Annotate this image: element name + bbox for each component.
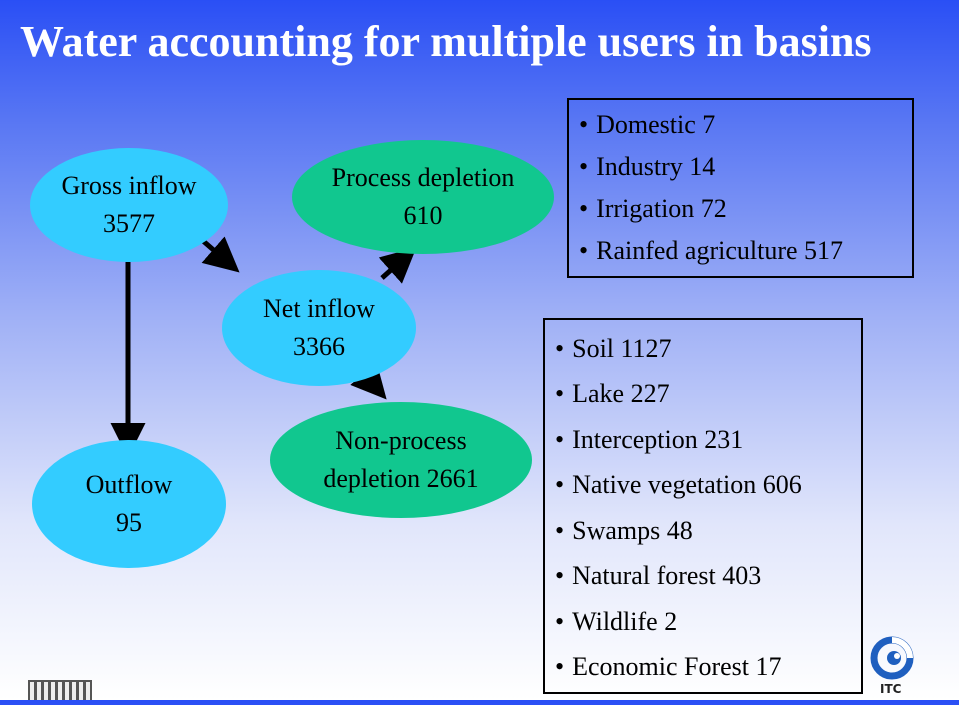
nonprocess-depletion-node: Non-process depletion 2661 — [270, 402, 532, 518]
net-inflow-node: Net inflow 3366 — [222, 270, 416, 386]
list-item: •Soil 1127 — [555, 333, 672, 363]
nonprocess-depletion-breakdown: •Soil 1127 •Lake 227 •Interception 231 •… — [543, 318, 863, 694]
list-item: •Natural forest 403 — [555, 561, 762, 591]
gross-inflow-value: 3577 — [103, 209, 155, 238]
list-item-text: Soil 1127 — [572, 333, 672, 363]
arrow-gross-to-net — [200, 236, 240, 273]
iwmi-logo-mark — [28, 680, 92, 700]
list-item: •Lake 227 — [555, 379, 670, 409]
outflow-value: 95 — [116, 508, 142, 537]
list-item-text: Domestic 7 — [596, 110, 716, 139]
list-item-text: Native vegetation 606 — [572, 470, 802, 500]
list-item-text: Economic Forest 17 — [572, 652, 782, 682]
nonprocess-depletion-line2: depletion 2661 — [323, 464, 479, 493]
list-item: •Interception 231 — [555, 424, 744, 454]
list-item: •Rainfed agriculture 517 — [579, 236, 844, 265]
itc-logo-text: ITC — [880, 682, 902, 696]
list-item-text: Lake 227 — [572, 379, 670, 409]
list-item: •Wildlife 2 — [555, 606, 678, 636]
list-item-text: Natural forest 403 — [572, 561, 762, 591]
net-inflow-label: Net inflow — [263, 294, 375, 324]
list-item-text: Rainfed agriculture 517 — [596, 236, 844, 265]
process-depletion-value: 610 — [403, 201, 443, 230]
list-item: •Irrigation 72 — [579, 194, 727, 223]
list-item: •Domestic 7 — [579, 110, 716, 139]
list-item-text: Swamps 48 — [572, 515, 693, 545]
process-depletion-node: Process depletion 610 — [292, 140, 554, 254]
arrow-net-to-process — [378, 247, 417, 284]
list-item: •Industry 14 — [579, 152, 716, 181]
outflow-node: Outflow 95 — [32, 440, 226, 568]
process-depletion-label: Process depletion — [331, 163, 515, 193]
process-depletion-breakdown: •Domestic 7 •Industry 14 •Irrigation 72 … — [567, 98, 914, 278]
gross-inflow-node: Gross inflow 3577 — [30, 148, 228, 262]
net-inflow-value: 3366 — [293, 332, 345, 361]
outflow-label: Outflow — [85, 470, 173, 500]
page-title: Water accounting for multiple users in b… — [20, 17, 872, 66]
nonprocess-depletion-line1: Non-process — [335, 426, 467, 456]
list-item-text: Interception 231 — [572, 424, 744, 454]
gross-inflow-label: Gross inflow — [61, 171, 197, 201]
iwmi-logo — [28, 676, 92, 700]
itc-logo: ITC — [868, 632, 918, 698]
list-item: •Native vegetation 606 — [555, 470, 802, 500]
list-item-text: Industry 14 — [596, 152, 716, 181]
list-item: •Economic Forest 17 — [555, 652, 782, 682]
list-item: •Swamps 48 — [555, 515, 693, 545]
list-item-text: Wildlife 2 — [572, 606, 678, 636]
itc-logo-mark — [870, 636, 914, 680]
list-item-text: Irrigation 72 — [596, 194, 727, 223]
